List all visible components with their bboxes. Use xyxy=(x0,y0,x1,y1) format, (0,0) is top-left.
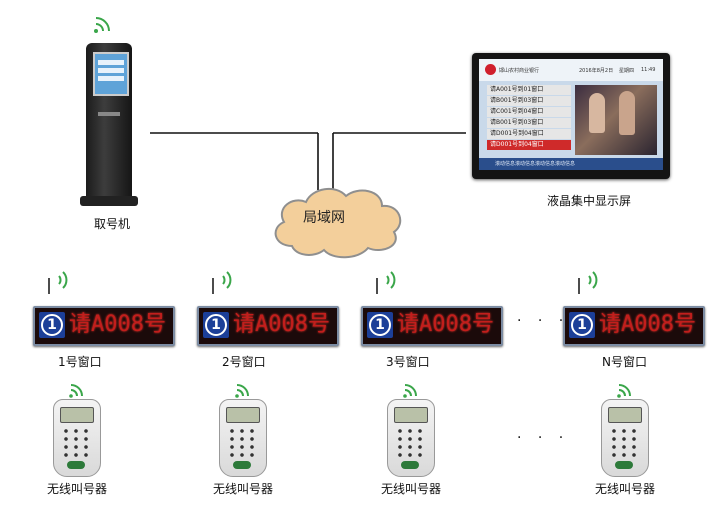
video-panel xyxy=(575,85,657,155)
call-queue-list: 请A001号到01窗口 请B001号到03窗口 请C001号到04窗口 请B00… xyxy=(487,85,571,151)
queue-row-highlight: 请D001号到04窗口 xyxy=(487,140,571,150)
network-cloud xyxy=(274,187,402,259)
pager-keypad xyxy=(395,427,425,457)
wifi-signal-icon xyxy=(235,384,249,398)
window-label: 3号窗口 xyxy=(386,355,430,369)
pager-label: 无线叫号器 xyxy=(47,482,108,496)
led-call-text: 请A008号 xyxy=(599,312,696,337)
pager-keypad xyxy=(609,427,639,457)
queue-row: 请D001号到04窗口 xyxy=(487,129,571,139)
queue-row: 请C001号到04窗口 xyxy=(487,107,571,117)
window-number-badge: 1 xyxy=(569,312,595,338)
pager-screen xyxy=(226,407,260,423)
queue-row: 请A001号到01窗口 xyxy=(487,85,571,95)
display-date: 2016年8月2日 xyxy=(579,68,614,74)
pager-label: 无线叫号器 xyxy=(595,482,656,496)
pager-label: 无线叫号器 xyxy=(213,482,274,496)
pager-keypad xyxy=(227,427,257,457)
window-label: 1号窗口 xyxy=(58,355,102,369)
window-label: N号窗口 xyxy=(602,355,647,369)
wifi-signal-icon xyxy=(212,271,232,294)
wifi-signal-icon xyxy=(578,271,598,294)
display-label: 液晶集中显示屏 xyxy=(547,194,632,208)
wireless-pager-icon xyxy=(601,399,649,477)
wireless-pager-icon xyxy=(387,399,435,477)
wifi-signal-icon xyxy=(69,384,83,398)
wifi-signal-icon xyxy=(94,17,110,33)
wifi-signal-icon xyxy=(376,271,396,294)
bank-logo-icon xyxy=(485,64,496,75)
pager-label: 无线叫号器 xyxy=(381,482,442,496)
queue-row: 请B001号到03窗口 xyxy=(487,118,571,128)
led-call-text: 请A008号 xyxy=(69,312,166,337)
led-call-text: 请A008号 xyxy=(233,312,330,337)
window-label: 2号窗口 xyxy=(222,355,266,369)
wireless-pager-icon xyxy=(219,399,267,477)
pager-screen xyxy=(394,407,428,423)
window-number-badge: 1 xyxy=(203,312,229,338)
kiosk-label: 取号机 xyxy=(94,217,131,231)
wifi-signal-icon xyxy=(403,384,417,398)
pager-screen xyxy=(608,407,642,423)
display-time: 11:49 xyxy=(641,67,656,73)
queue-row: 请B001号到03窗口 xyxy=(487,96,571,106)
network-cloud-label: 局域网 xyxy=(303,210,345,226)
scrolling-ticker: 滚动信息滚动信息滚动信息滚动信息 xyxy=(479,158,663,170)
window-number-badge: 1 xyxy=(39,312,65,338)
pager-keypad xyxy=(61,427,91,457)
led-call-text: 请A008号 xyxy=(397,312,494,337)
ellipsis-windows: · · · xyxy=(517,313,570,329)
wifi-signal-icon xyxy=(48,271,68,294)
wireless-pager-icon xyxy=(53,399,101,477)
ellipsis-pagers: · · · xyxy=(517,430,570,446)
bank-name: 邯山农村商业银行 xyxy=(499,68,540,74)
wifi-signal-icon xyxy=(617,384,631,398)
display-weekday: 星期四 xyxy=(619,68,635,74)
lcd-screen: 邯山农村商业银行 2016年8月2日 星期四 11:49 请A001号到01窗口… xyxy=(479,59,663,170)
window-number-badge: 1 xyxy=(367,312,393,338)
pager-screen xyxy=(60,407,94,423)
